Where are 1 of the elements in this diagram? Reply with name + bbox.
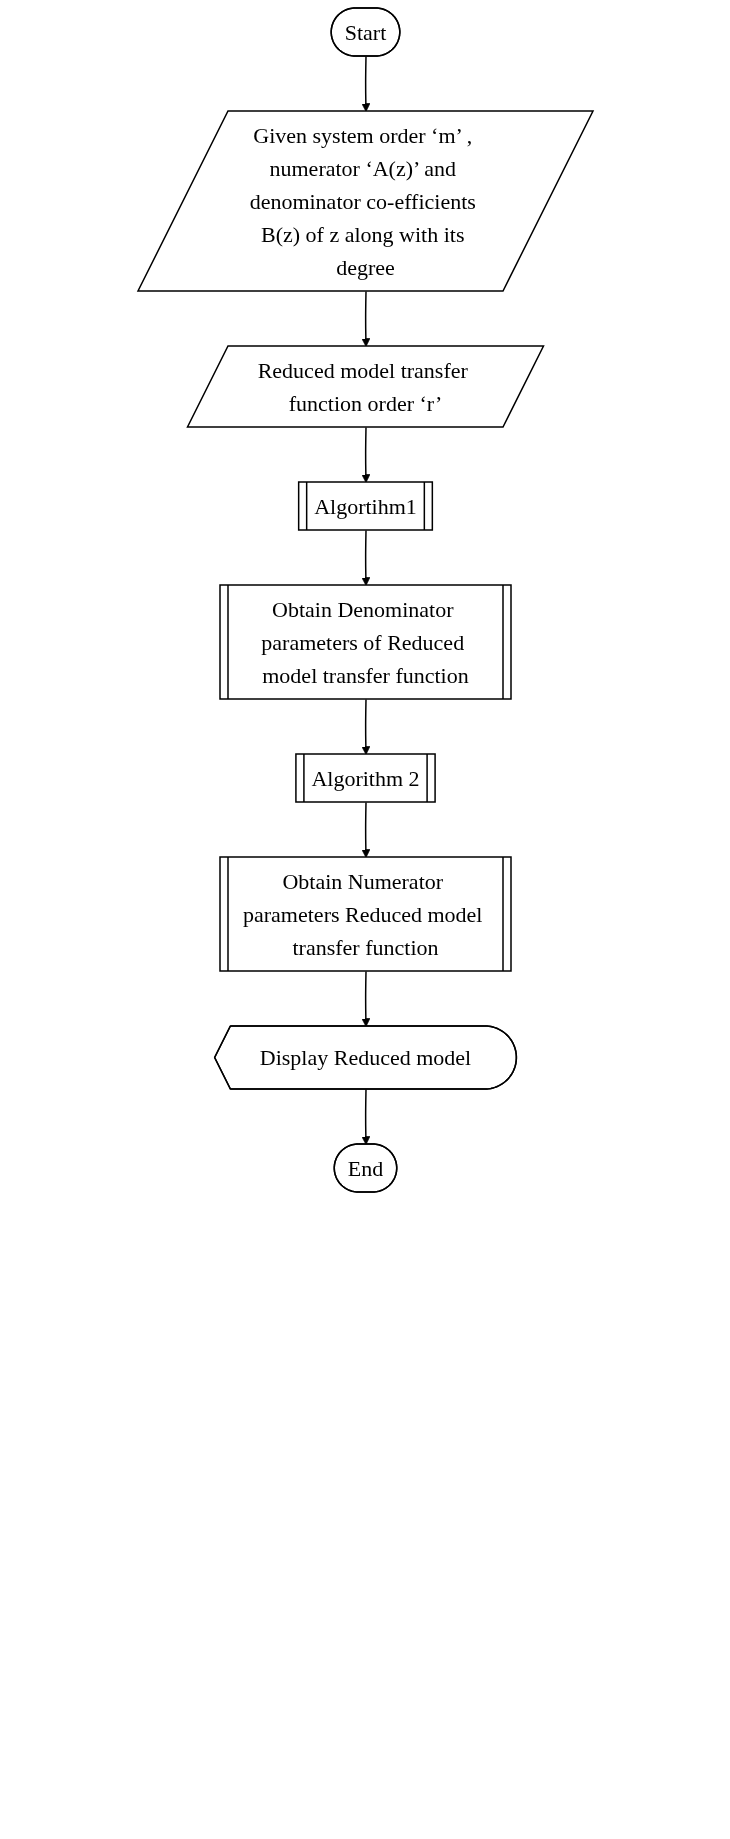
arrow	[360, 55, 370, 112]
